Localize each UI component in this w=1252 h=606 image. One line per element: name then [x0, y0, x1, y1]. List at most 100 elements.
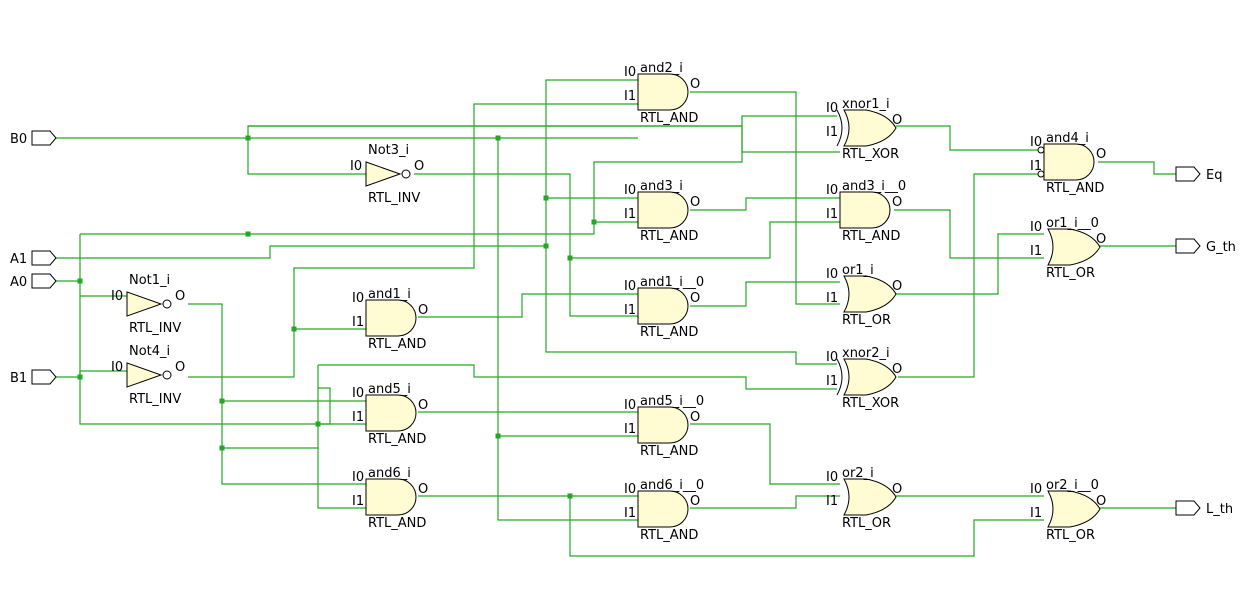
pin-o-label: O	[892, 482, 902, 497]
port-B0[interactable]: B0	[10, 130, 57, 147]
junction-8	[291, 326, 297, 332]
pin-i1-label: I1	[826, 207, 838, 222]
inverter-bubble	[162, 370, 172, 380]
gate-name-label: or1_i__0	[1046, 216, 1099, 231]
wire-11	[690, 281, 840, 307]
inverter-symbol	[365, 161, 402, 187]
wire-24	[690, 495, 840, 509]
port-A1[interactable]: A1	[10, 250, 57, 267]
gate-type-label: RTL_AND	[640, 229, 698, 244]
gate-type-label: RTL_XOR	[842, 396, 899, 411]
pin-i0-label: I0	[826, 267, 838, 282]
wire-14	[896, 233, 1044, 295]
junction-9	[77, 374, 83, 380]
port-arrow-icon	[31, 250, 57, 266]
pin-i1-label: I1	[826, 291, 838, 306]
port-G_th[interactable]: G_th	[1175, 238, 1236, 255]
gate-name-label: and1_i	[368, 287, 411, 302]
port-Eq[interactable]: Eq	[1175, 166, 1222, 183]
pin-i1-label: I1	[624, 506, 636, 521]
gates: I0I1Oand2_iRTL_ANDI0I1Oxnor1_iRTL_XORI0I…	[111, 61, 1106, 543]
gate-name-label: or2_i	[842, 466, 874, 481]
port-arrow-icon	[1175, 166, 1201, 182]
inverter-bubble	[162, 299, 172, 309]
port-label: L_th	[1206, 502, 1233, 517]
gate-name-label: and5_i__0	[640, 394, 704, 409]
or-symbol	[1047, 490, 1101, 528]
port-label: A1	[10, 252, 27, 267]
gate-type-label: RTL_OR	[842, 516, 891, 531]
gate-name-label: and4_i	[1046, 131, 1089, 146]
gate-type-label: RTL_AND	[1046, 181, 1104, 196]
pin-i1-label: I1	[1030, 244, 1042, 259]
pin-i0-label: I0	[1030, 482, 1042, 497]
gate-name-label: Not3_i	[368, 143, 409, 158]
pin-o-label: O	[1096, 494, 1106, 509]
junction-13	[495, 433, 501, 439]
pin-i1-label: I1	[352, 410, 364, 425]
port-A0[interactable]: A0	[10, 273, 57, 290]
pin-i0-label: I0	[352, 470, 364, 485]
pin-o-label: O	[892, 195, 902, 210]
port-label: B1	[10, 371, 27, 386]
port-B1[interactable]: B1	[10, 369, 57, 386]
pin-i1-label: I1	[826, 125, 838, 140]
and-symbol	[637, 191, 689, 229]
gate-type-label: RTL_AND	[640, 444, 698, 459]
xor-extra-arc	[836, 358, 843, 396]
pin-i0-label: I0	[1030, 135, 1042, 150]
port-arrow-icon	[31, 130, 57, 146]
pin-i0-label: I0	[826, 350, 838, 365]
junction-5	[543, 243, 549, 249]
wire-3	[56, 115, 840, 425]
port-L_th[interactable]: L_th	[1175, 500, 1233, 517]
pin-i0-label: I0	[826, 183, 838, 198]
junction-4	[245, 231, 251, 237]
gate-type-label: RTL_OR	[842, 313, 891, 328]
wire-9	[690, 197, 840, 211]
or-symbol	[843, 478, 897, 516]
gate-type-label: RTL_INV	[368, 191, 420, 206]
wire-12	[896, 125, 1044, 151]
and-symbol	[839, 191, 891, 229]
gate-name-label: or2_i__0	[1046, 478, 1099, 493]
pin-o-label: O	[418, 482, 428, 497]
junctions	[77, 135, 597, 499]
gate-type-label: RTL_AND	[640, 325, 698, 340]
pin-i0-label: I0	[352, 386, 364, 401]
pin-i1-label: I1	[826, 374, 838, 389]
wire-6	[188, 103, 638, 378]
pin-i0-label: I0	[624, 398, 636, 413]
pin-i1-label: I1	[1030, 506, 1042, 521]
gate-type-label: RTL_OR	[1046, 528, 1095, 543]
gate-type-label: RTL_AND	[640, 111, 698, 126]
gate-type-label: RTL_INV	[129, 321, 181, 336]
gate-name-label: and3_i	[640, 179, 683, 194]
wire-20	[317, 365, 366, 509]
pin-i1-label: I1	[624, 207, 636, 222]
pin-i0-label: I0	[111, 360, 123, 375]
pin-i0-label: I0	[1030, 220, 1042, 235]
gate-type-label: RTL_OR	[1046, 266, 1095, 281]
pin-o-label: O	[892, 113, 902, 128]
